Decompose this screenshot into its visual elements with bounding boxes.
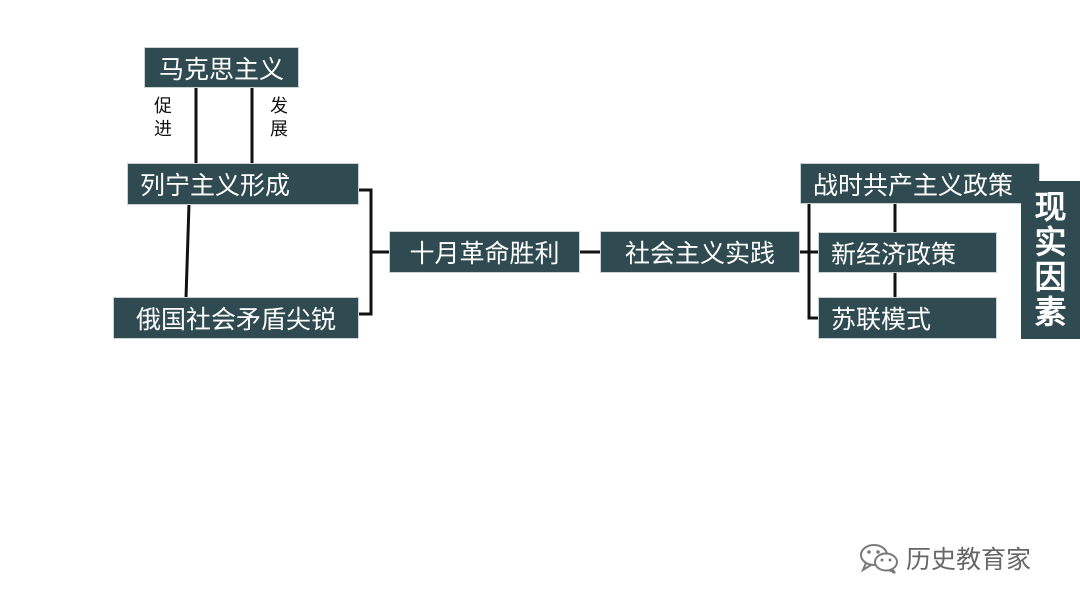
node-war-communism-label: 战时共产主义政策 [813,170,1014,200]
edge-label-develop-char-1: 发 [270,96,288,117]
side-tag-char-4: 素 [1034,293,1067,331]
side-tag-char-1: 现 [1034,188,1067,226]
node-socialist-practice-label: 社会主义实践 [624,239,775,268]
side-tag-realistic-factors: 现 实 因 素 [1021,181,1080,339]
node-october-revolution-label: 十月革命胜利 [409,239,560,268]
node-nep: 新经济政策 [818,232,997,273]
side-tag-char-2: 实 [1034,223,1067,261]
node-leninism: 列宁主义形成 [127,163,359,205]
watermark: 历史教育家 [858,540,1031,576]
watermark-text: 历史教育家 [906,545,1032,574]
edge-label-promote-char-1: 促 [154,96,172,117]
side-tag-char-3: 因 [1034,258,1067,296]
edge-label-develop: 发 展 [267,95,291,141]
node-marxism-label: 马克思主义 [158,54,284,84]
node-nep-label: 新经济政策 [831,239,957,269]
node-socialist-practice: 社会主义实践 [600,231,800,273]
node-war-communism: 战时共产主义政策 [800,163,1040,204]
node-russia-conflict-label: 俄国社会矛盾尖锐 [135,305,336,334]
edge-label-develop-char-2: 展 [270,119,288,140]
edge-label-promote-char-2: 进 [154,119,172,140]
node-leninism-label: 列宁主义形成 [140,171,291,200]
edge-label-promote: 促 进 [151,95,175,141]
wechat-icon [860,544,898,574]
node-russia-conflict: 俄国社会矛盾尖锐 [113,297,359,339]
node-marxism: 马克思主义 [144,47,299,88]
node-soviet-model-label: 苏联模式 [831,305,932,334]
node-soviet-model: 苏联模式 [818,297,997,339]
node-october-revolution: 十月革命胜利 [389,231,580,273]
